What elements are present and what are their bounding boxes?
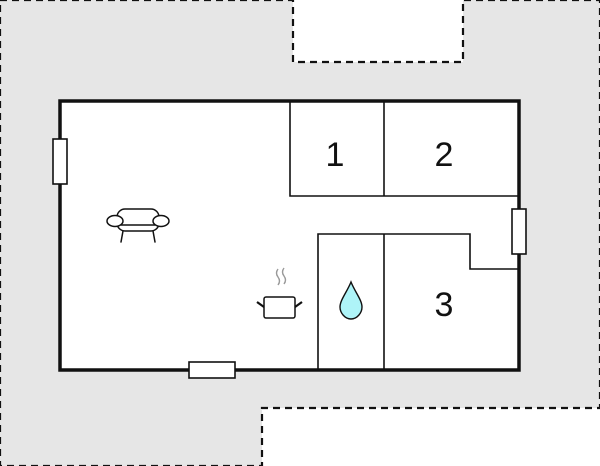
water-drop-icon [339, 280, 363, 320]
sofa-icon [106, 208, 170, 243]
window-left [52, 138, 68, 185]
interior-walls [289, 101, 519, 370]
window-right [511, 208, 527, 255]
room-label-3: 3 [435, 286, 454, 324]
room-label-1: 1 [326, 136, 345, 174]
window-bottom [188, 361, 236, 379]
cooking-pot-icon [256, 267, 303, 319]
room-label-2: 2 [435, 136, 454, 174]
